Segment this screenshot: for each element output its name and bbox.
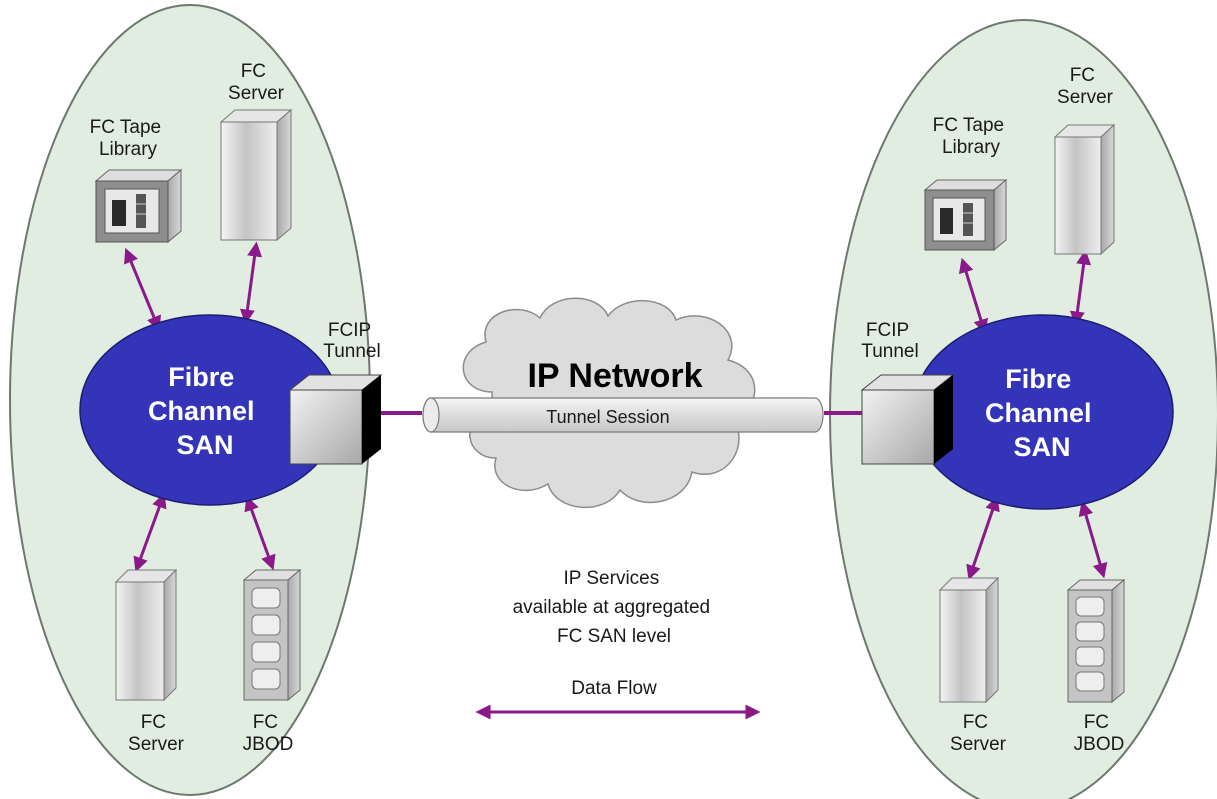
left-tape-label: FC Tape Library: [90, 117, 167, 160]
left-server-top-arrow: [239, 241, 263, 325]
ip-network-title: IP Network: [527, 357, 702, 395]
right-server-top-arrow: [1069, 249, 1092, 327]
left-san-label: Fibre Channel SAN: [148, 362, 262, 460]
tunnel-session-pipe: Tunnel Session: [422, 397, 824, 433]
left-domain: Fibre Channel SAN FC Tape Library FC: [9, 4, 422, 796]
left-server-top: [219, 108, 293, 242]
left-jbod: [242, 568, 302, 702]
left-tape-arrow: [124, 247, 161, 332]
right-server-bottom: [938, 576, 1000, 704]
ip-services-note: IP Services available at aggregated FC S…: [513, 568, 716, 647]
right-san-label: Fibre Channel SAN: [985, 364, 1099, 462]
left-jbod-label: FC JBOD: [243, 712, 294, 755]
right-server-bottom-arrow: [966, 495, 1000, 581]
right-server-top-label: FC Server: [1057, 65, 1114, 108]
left-fcip-device: [288, 374, 422, 465]
data-flow-label: Data Flow: [571, 678, 657, 699]
right-jbod: [1066, 578, 1126, 704]
left-tape-library: [94, 168, 183, 244]
tunnel-session-label: Tunnel Session: [546, 407, 669, 427]
left-server-bottom-label: FC Server: [128, 712, 185, 755]
right-server-bottom-label: FC Server: [950, 712, 1007, 755]
left-server-bottom-arrow: [133, 492, 167, 573]
right-fcip-device: [824, 374, 955, 465]
right-jbod-arrow: [1078, 500, 1108, 579]
right-tape-label: FC Tape Library: [933, 115, 1010, 158]
left-jbod-arrow: [244, 495, 276, 571]
right-tape-library: [923, 178, 1008, 252]
right-jbod-label: FC JBOD: [1074, 712, 1125, 755]
right-tape-arrow: [958, 257, 989, 335]
right-domain: Fibre Channel SAN FC Tape Library FC: [824, 19, 1217, 799]
left-server-top-label: FC Server: [228, 61, 285, 104]
left-server-bottom: [114, 568, 178, 702]
left-tunnel-label: FCIP Tunnel: [323, 320, 380, 362]
right-server-top: [1053, 123, 1116, 256]
right-tunnel-label: FCIP Tunnel: [861, 320, 918, 362]
